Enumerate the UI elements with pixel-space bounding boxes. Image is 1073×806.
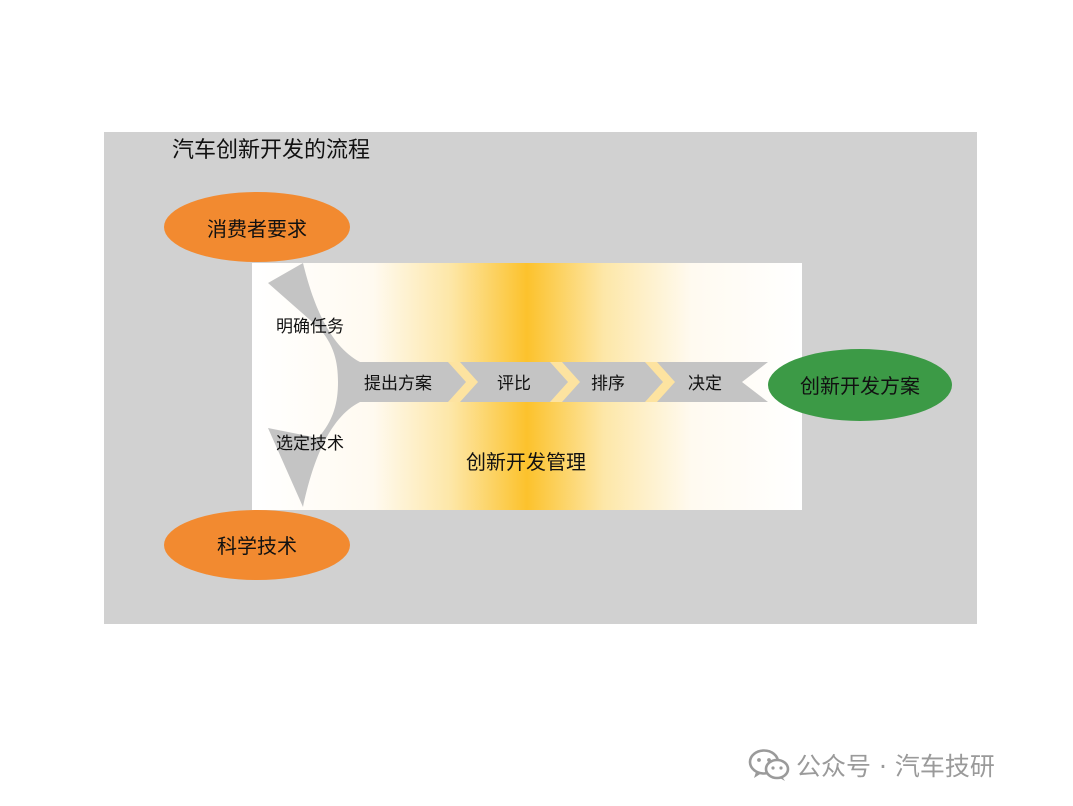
step-label: 提出方案 xyxy=(364,374,432,394)
lower-branch-label: 选定技术 xyxy=(276,434,344,454)
consumer-requirements-label: 消费者要求 xyxy=(207,217,307,241)
step-label: 决定 xyxy=(688,374,722,394)
output-ellipse xyxy=(768,349,952,421)
watermark-text: 公众号 · 汽车技研 xyxy=(796,752,995,781)
step-separator-chevron xyxy=(448,362,478,402)
upper-branch-label: 明确任务 xyxy=(276,317,344,337)
output-label: 创新开发方案 xyxy=(800,374,920,398)
consumer-requirements-ellipse xyxy=(164,192,350,262)
watermark: 公众号 · 汽车技研 xyxy=(748,745,995,785)
science-technology-ellipse xyxy=(164,510,350,580)
converging-arrow xyxy=(268,263,768,507)
diagram-title: 汽车创新开发的流程 xyxy=(172,138,370,163)
step-separator-chevron xyxy=(645,362,675,402)
management-label: 创新开发管理 xyxy=(466,450,586,474)
wechat-icon xyxy=(748,749,790,781)
step-label: 评比 xyxy=(497,374,531,394)
step-separator-chevron xyxy=(550,362,580,402)
step-label: 排序 xyxy=(591,374,625,394)
science-technology-label: 科学技术 xyxy=(217,534,297,558)
